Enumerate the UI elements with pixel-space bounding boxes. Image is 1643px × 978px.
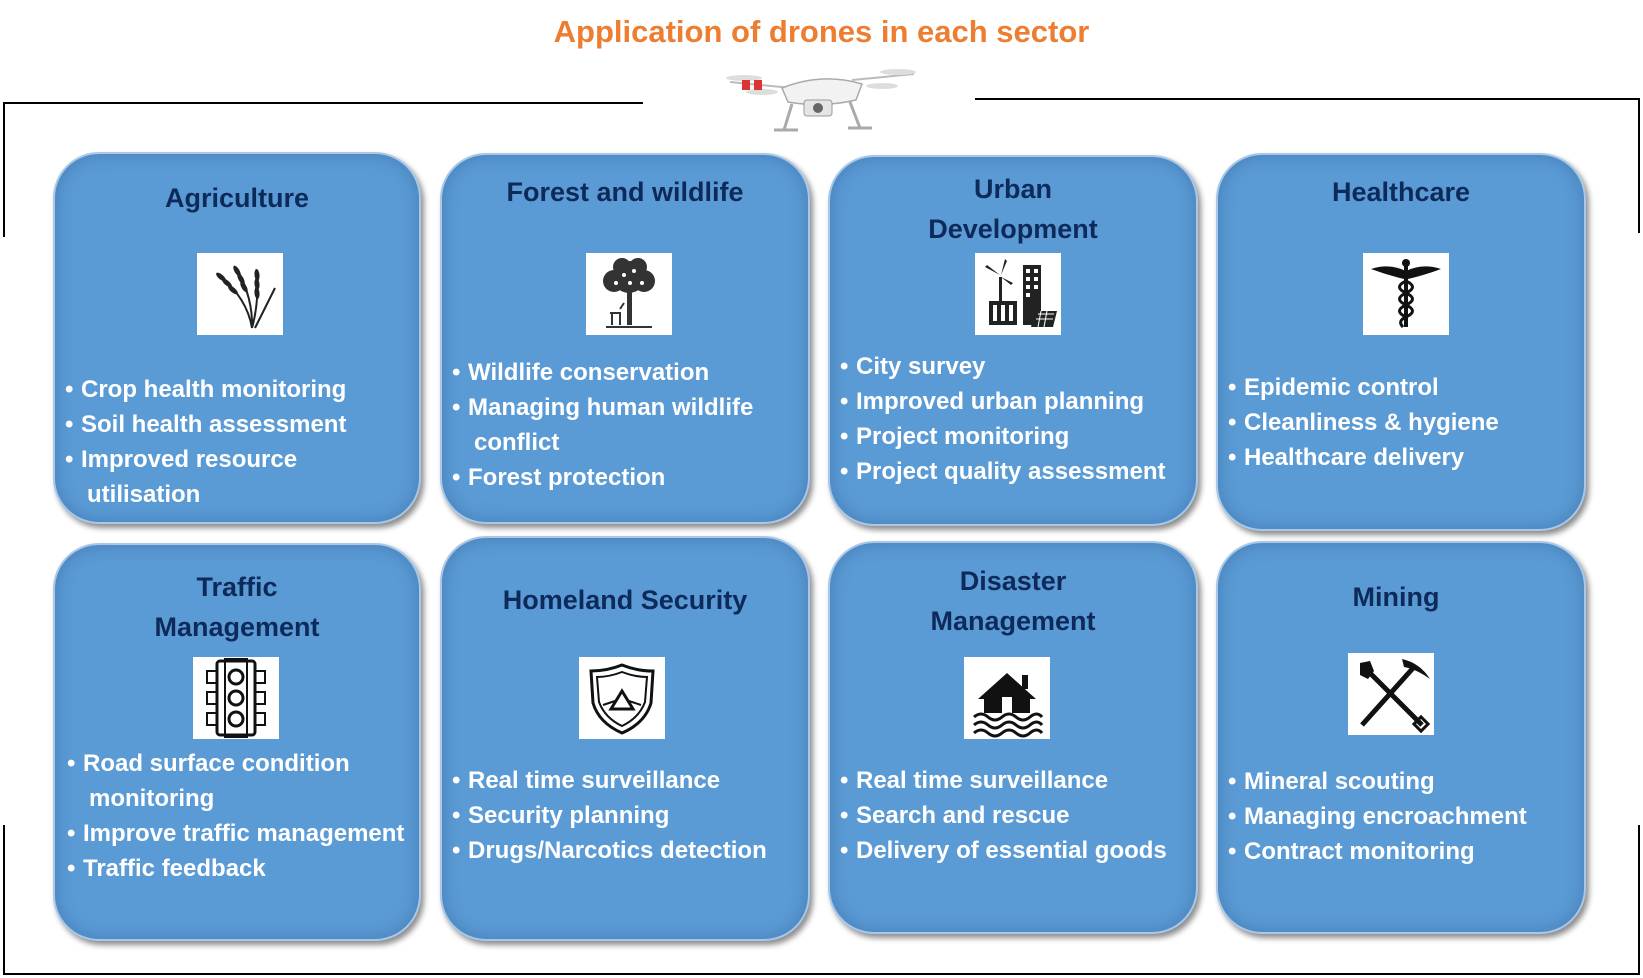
list-item: Improve traffic management: [67, 816, 411, 851]
frame-right-bottom: [1638, 825, 1640, 975]
caduceus-icon: [1363, 253, 1449, 335]
list-item: Security planning: [452, 798, 806, 833]
list-item: Mineral scouting: [1228, 764, 1578, 799]
list-item: Road surface condition monitoring: [67, 746, 411, 816]
sector-item-list: City survey Improved urban planning Proj…: [840, 349, 1190, 489]
sector-item-list: Real time surveillance Security planning…: [452, 763, 806, 868]
list-item: Crop health monitoring: [65, 372, 409, 407]
list-item: Project monitoring: [840, 419, 1190, 454]
list-item: Contract monitoring: [1228, 834, 1578, 869]
list-item: Delivery of essential goods: [840, 833, 1190, 868]
sector-title: Mining: [1352, 582, 1440, 612]
sector-card-disaster-management: Disaster Management Real time surveillan…: [828, 541, 1198, 934]
list-item: Healthcare delivery: [1228, 440, 1578, 475]
list-item: City survey: [840, 349, 1190, 384]
frame-bottom: [3, 973, 1640, 975]
list-item: Epidemic control: [1228, 370, 1578, 405]
list-item: Cleanliness & hygiene: [1228, 405, 1578, 440]
list-item: Managing human wildlife conflict: [452, 390, 802, 460]
shovel-pickaxe-icon: [1348, 653, 1434, 735]
list-item: Project quality assessment: [840, 454, 1190, 489]
list-item: Wildlife conservation: [452, 355, 802, 390]
flooded-house-icon: [964, 657, 1050, 739]
sector-card-forest-and-wildlife: Forest and wildlife Wildlife conservatio…: [440, 153, 810, 524]
sector-card-traffic-management: Traffic Management Road surface conditio…: [53, 543, 421, 941]
frame-right-top: [1638, 98, 1640, 233]
sector-title: Disaster Management: [930, 566, 1096, 636]
wheat-icon: [197, 253, 283, 335]
list-item: Forest protection: [452, 460, 802, 495]
list-item: Traffic feedback: [67, 851, 411, 886]
sector-item-list: Wildlife conservation Managing human wil…: [452, 355, 802, 495]
frame-top-left: [3, 102, 643, 104]
sector-card-urban-development: Urban Development City survey Improved u…: [828, 155, 1198, 526]
sector-card-healthcare: Healthcare Epidemic control Cleanliness …: [1216, 153, 1586, 531]
frame-left-bottom: [3, 825, 5, 975]
sector-item-list: Road surface condition monitoring Improv…: [67, 746, 411, 886]
frame-left-top: [3, 102, 5, 237]
list-item: Soil health assessment: [65, 407, 409, 442]
list-item: Improved urban planning: [840, 384, 1190, 419]
diagram-title: Application of drones in each sector: [553, 14, 1090, 49]
sector-item-list: Mineral scouting Managing encroachment C…: [1228, 764, 1578, 869]
list-item: Search and rescue: [840, 798, 1190, 833]
city-energy-icon: [975, 253, 1061, 335]
list-item: Drugs/Narcotics detection: [452, 833, 806, 868]
traffic-light-icon: [193, 657, 279, 739]
sector-item-list: Epidemic control Cleanliness & hygiene H…: [1228, 370, 1578, 475]
frame-top-right: [975, 98, 1640, 100]
sector-title: Urban Development: [928, 174, 1098, 244]
sector-item-list: Real time surveillance Search and rescue…: [840, 763, 1190, 868]
sector-title: Healthcare: [1331, 177, 1471, 207]
list-item: Real time surveillance: [452, 763, 806, 798]
sector-title: Traffic Management: [154, 572, 320, 642]
drone-icon: [726, 69, 916, 132]
sector-card-homeland-security: Homeland Security Real time surveillance…: [440, 536, 810, 941]
sector-card-mining: Mining Mineral scouting Managing encroac…: [1216, 541, 1586, 934]
list-item: Managing encroachment: [1228, 799, 1578, 834]
sector-title: Forest and wildlife: [506, 177, 744, 207]
sector-title: Agriculture: [164, 183, 310, 213]
sector-item-list: Crop health monitoring Soil health asses…: [65, 372, 409, 512]
sector-card-agriculture: Agriculture Crop health monitoring Soil …: [53, 152, 421, 524]
list-item: Improved resource utilisation: [65, 442, 409, 512]
shield-icon: [579, 657, 665, 739]
list-item: Real time surveillance: [840, 763, 1190, 798]
sector-title: Homeland Security: [502, 585, 748, 615]
tree-deer-icon: [586, 253, 672, 335]
